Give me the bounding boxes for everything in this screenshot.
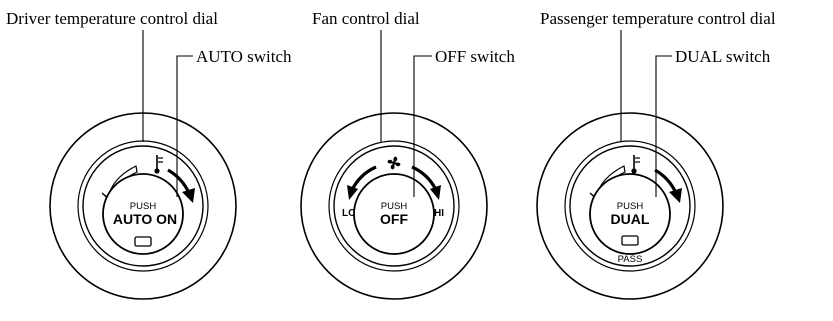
off-push-label: PUSH — [381, 201, 408, 212]
off-switch[interactable]: PUSH OFF — [353, 173, 435, 255]
passenger-temperature-dial[interactable]: PUSH DUAL PASS — [536, 112, 724, 300]
fan-low-label: LO — [342, 208, 356, 219]
fan-dial-label: Fan control dial — [312, 9, 420, 28]
auto-on-label: AUTO ON — [113, 211, 177, 227]
auto-switch-label: AUTO switch — [196, 47, 292, 66]
auto-on-switch[interactable]: PUSH AUTO ON — [102, 173, 184, 255]
thermometer-icon — [154, 155, 163, 174]
driver-temperature-dial[interactable]: PUSH AUTO ON — [49, 112, 237, 300]
dual-push-label: PUSH — [617, 201, 644, 212]
off-label: OFF — [380, 211, 408, 227]
leader-lines — [142, 30, 672, 197]
dual-switch-label: DUAL switch — [675, 47, 771, 66]
dual-indicator-light — [621, 235, 639, 246]
fan-control-dial[interactable]: LO HI PUSH OFF — [300, 112, 488, 300]
driver-dial-label: Driver temperature control dial — [6, 9, 218, 28]
fan-icon — [387, 156, 401, 170]
passenger-dial-label: Passenger temperature control dial — [540, 9, 776, 28]
off-switch-label: OFF switch — [435, 47, 515, 66]
pass-label: PASS — [618, 254, 643, 265]
dual-switch[interactable]: PUSH DUAL PASS — [589, 173, 671, 265]
thermometer-icon — [631, 155, 640, 174]
fan-high-label: HI — [434, 208, 444, 219]
auto-indicator-light — [134, 236, 152, 247]
dual-label: DUAL — [611, 211, 650, 227]
auto-push-label: PUSH — [130, 201, 157, 212]
